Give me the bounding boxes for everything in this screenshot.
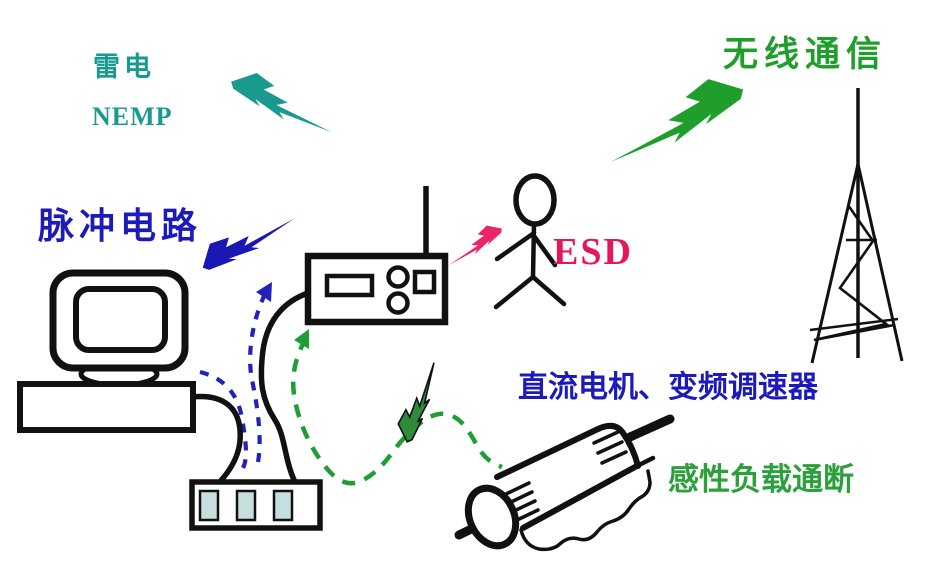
- tower-right-leg: [856, 163, 904, 362]
- motor-shaft-right: [625, 414, 675, 442]
- motor-end-cap: [464, 484, 520, 550]
- motor-fins-left: [504, 481, 540, 523]
- wireless-lightning-icon: [610, 79, 744, 163]
- label-inductive-load: 感性负载通断: [668, 462, 854, 497]
- tower-bottom-brace: [809, 317, 899, 332]
- tower-bracing: [813, 204, 895, 342]
- conducted-path-mains-to-radio: [248, 291, 268, 463]
- motor-fins-right: [592, 430, 628, 465]
- green-arrowhead-icon: [294, 329, 309, 349]
- radio-power-cable: [258, 290, 311, 489]
- conducted-path-motor-to-radio: [290, 336, 503, 486]
- label-nemp: NEMP: [92, 102, 173, 131]
- label-lightning: 雷电: [93, 52, 155, 82]
- radio-button: [412, 269, 437, 295]
- computer-base: [17, 381, 196, 433]
- radio-knob: [386, 265, 410, 289]
- conducted-path-computer-to-mains: [199, 369, 249, 469]
- outlet-slot: [272, 489, 294, 522]
- person-left-arm: [494, 230, 537, 262]
- outlet-slot: [198, 489, 220, 522]
- person-left-leg: [493, 274, 536, 310]
- label-pulse-circuit: 脉冲电路: [38, 205, 203, 246]
- motor-bottom-line: [520, 464, 638, 531]
- radio-display: [324, 273, 375, 298]
- outlet-slot: [235, 489, 257, 522]
- person-icon: [493, 173, 567, 310]
- radio-knob: [386, 291, 410, 315]
- switching-lightning-icon: [397, 362, 435, 443]
- motor-right-cap: [595, 422, 641, 469]
- power-strip-icon: [189, 479, 323, 531]
- blue-arrowhead-icon: [256, 282, 272, 302]
- motor-wave-outline: [519, 469, 652, 552]
- antenna-tower-icon: [809, 88, 904, 364]
- person-right-arm: [531, 233, 558, 268]
- person-head: [513, 173, 557, 227]
- motor-icon: [454, 414, 675, 552]
- computer-power-cable: [189, 393, 243, 491]
- label-dc-motor: 直流电机、变频调速器: [518, 371, 818, 404]
- label-wireless: 无线通信: [723, 35, 888, 74]
- person-right-leg: [530, 274, 567, 307]
- motor-top-line: [494, 426, 601, 480]
- monitor-screen: [73, 286, 168, 353]
- esd-lightning-icon: [448, 225, 502, 266]
- nemp-lightning-icon: [231, 72, 332, 133]
- motor-bottom-stub: [634, 455, 656, 469]
- radio-device-icon: [304, 186, 449, 326]
- pulse-lightning-icon: [202, 218, 295, 270]
- label-esd: ESD: [553, 231, 633, 273]
- computer-icon: [17, 269, 196, 433]
